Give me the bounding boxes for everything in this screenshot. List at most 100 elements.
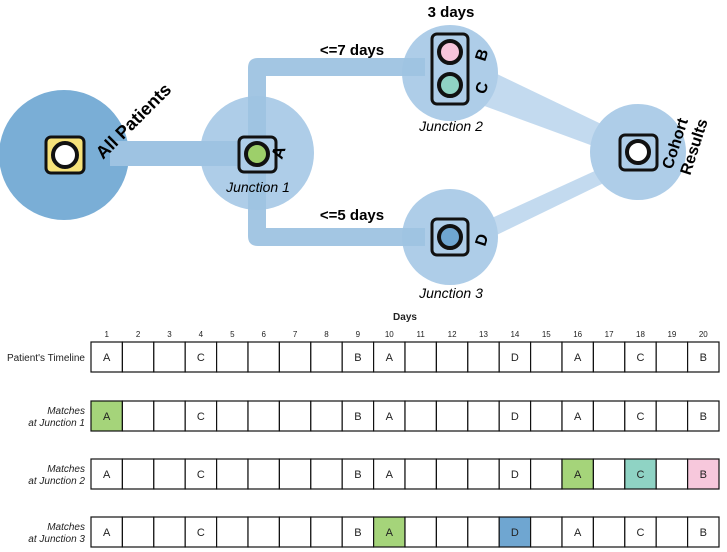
timeline-cell <box>529 341 563 373</box>
timeline-cell <box>624 516 657 548</box>
cell-event-label: C <box>637 469 645 481</box>
day-label: 2 <box>136 330 141 339</box>
timeline-cell <box>529 400 563 432</box>
cell-event-label: B <box>354 469 361 481</box>
day-label: 9 <box>356 330 361 339</box>
cell-event-label: A <box>386 352 394 364</box>
timeline-cell <box>404 400 437 432</box>
timeline-cell <box>498 516 532 548</box>
timeline-cell <box>153 516 186 548</box>
day-label: 1 <box>104 330 109 339</box>
timeline-cell <box>310 458 343 490</box>
timeline-cell <box>90 400 123 432</box>
timeline-cell <box>467 341 500 373</box>
cell-event-label: D <box>511 352 519 364</box>
day-label: 15 <box>542 330 551 339</box>
day-label: 10 <box>385 330 394 339</box>
timeline-cell <box>216 516 249 548</box>
timeline-cell <box>184 341 218 373</box>
cell-event-label: B <box>354 411 361 423</box>
day-label: 19 <box>667 330 676 339</box>
timeline-cell <box>341 400 375 432</box>
timeline-cell <box>216 458 249 490</box>
timeline-cell <box>624 400 657 432</box>
timeline-cell <box>529 458 563 490</box>
day-label: 14 <box>510 330 519 339</box>
day-label: 13 <box>479 330 488 339</box>
cell-event-label: A <box>574 469 582 481</box>
timeline-cell <box>247 400 280 432</box>
timeline-cell <box>686 400 720 432</box>
timeline-cell <box>184 458 218 490</box>
day-label: 20 <box>699 330 708 339</box>
cell-event-label: B <box>700 469 707 481</box>
day-label: 6 <box>261 330 266 339</box>
junction1-letter: A <box>268 144 290 162</box>
cell-event-label: C <box>197 352 205 364</box>
junction2-letter-c: C <box>473 80 493 97</box>
cell-event-label: C <box>197 411 205 423</box>
day-label: 16 <box>573 330 582 339</box>
day-label: 18 <box>636 330 645 339</box>
day-label: 5 <box>230 330 235 339</box>
junction1-caption: Junction 1 <box>225 179 290 195</box>
all-patients-light-icon <box>44 135 86 175</box>
cell-event-label: A <box>386 469 394 481</box>
day-label: 7 <box>293 330 298 339</box>
timeline-cell <box>404 458 437 490</box>
junction1-light-icon <box>237 135 278 174</box>
timeline-cell <box>247 341 280 373</box>
cell-event-label: A <box>574 527 582 539</box>
timeline-cell <box>655 341 689 373</box>
timeline-cell <box>435 458 469 490</box>
cell-event-label: A <box>386 411 394 423</box>
timeline-cell <box>278 400 312 432</box>
cell-event-label: C <box>637 411 645 423</box>
timeline-cell <box>435 341 469 373</box>
timeline-cell <box>373 458 406 490</box>
timeline-cell <box>310 516 343 548</box>
timeline-cell <box>153 458 186 490</box>
junction3-letter: D <box>473 232 493 248</box>
timeline-cell <box>278 516 312 548</box>
timeline-cell <box>655 458 689 490</box>
cell-event-label: B <box>354 352 361 364</box>
timeline-cell <box>121 341 155 373</box>
cell-event-label: D <box>511 411 519 423</box>
timeline-cell <box>121 516 155 548</box>
cohort-label: Cohort Results <box>660 111 712 177</box>
cell-event-label: A <box>574 352 582 364</box>
cell-event-label: B <box>354 527 361 539</box>
timeline-cell <box>686 341 720 373</box>
timeline-cell <box>561 341 594 373</box>
day-label: 8 <box>324 330 329 339</box>
day-label: 4 <box>199 330 204 339</box>
timeline-cell <box>655 400 689 432</box>
cell-event-label: B <box>700 527 707 539</box>
junction2-caption: Junction 2 <box>418 118 483 134</box>
day-label: 12 <box>448 330 457 339</box>
timeline-cell <box>247 458 280 490</box>
timeline-cell <box>121 400 155 432</box>
timeline-cell <box>655 516 689 548</box>
cell-event-label: D <box>511 527 519 539</box>
day-label: 3 <box>167 330 172 339</box>
cell-event-label: C <box>197 527 205 539</box>
junction3-caption: Junction 3 <box>418 285 483 301</box>
timeline-cell <box>153 341 186 373</box>
day-label: 11 <box>417 330 426 339</box>
cell-event-label: C <box>197 469 205 481</box>
cell-event-label: A <box>103 352 111 364</box>
lower-edge-label: <=5 days <box>320 207 384 224</box>
cell-event-label: C <box>637 527 645 539</box>
timeline-cell <box>216 400 249 432</box>
timeline-cell <box>341 458 375 490</box>
timeline-cell <box>278 458 312 490</box>
